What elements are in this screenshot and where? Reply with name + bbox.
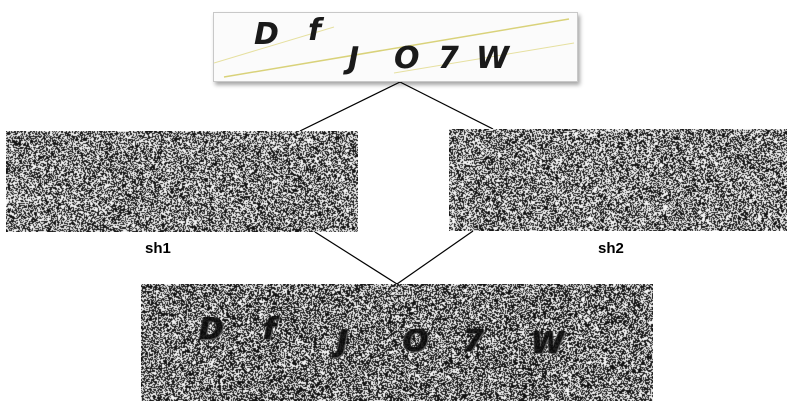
revealed-char-1: D	[199, 312, 224, 347]
share-1-noise-canvas	[6, 131, 358, 232]
revealed-char-4: O	[403, 324, 429, 359]
connector-captcha-to-sh2	[399, 81, 494, 130]
connector-sh1-to-stacked	[314, 231, 398, 285]
captcha-strikethrough-lines	[214, 18, 575, 78]
captcha-char-2: f	[308, 13, 322, 48]
share-2-label: sh2	[598, 240, 624, 257]
captcha-original-image: D f J O 7 W	[213, 12, 578, 82]
stacked-shares-result-image: D f J O 7 W	[141, 284, 653, 401]
captcha-char-5: 7	[438, 41, 459, 76]
share-1-label: sh1	[145, 240, 171, 257]
share-1-noise-image	[6, 131, 358, 232]
revealed-char-5: 7	[463, 324, 484, 359]
captcha-char-4: O	[394, 41, 420, 76]
connector-captcha-to-sh1	[299, 81, 401, 132]
captcha-char-3: J	[348, 41, 360, 76]
revealed-char-3: J	[337, 324, 349, 359]
stacked-noise-canvas	[141, 284, 653, 401]
revealed-captcha-text: D f J O 7 W	[141, 284, 653, 401]
revealed-char-6: W	[531, 326, 565, 361]
captcha-char-6: W	[476, 41, 510, 76]
share-2-noise-canvas	[449, 129, 787, 231]
captcha-char-1: D	[254, 17, 279, 52]
share-2-noise-image	[449, 129, 787, 231]
revealed-char-2: f	[263, 312, 277, 347]
connector-sh2-to-stacked	[396, 230, 474, 285]
